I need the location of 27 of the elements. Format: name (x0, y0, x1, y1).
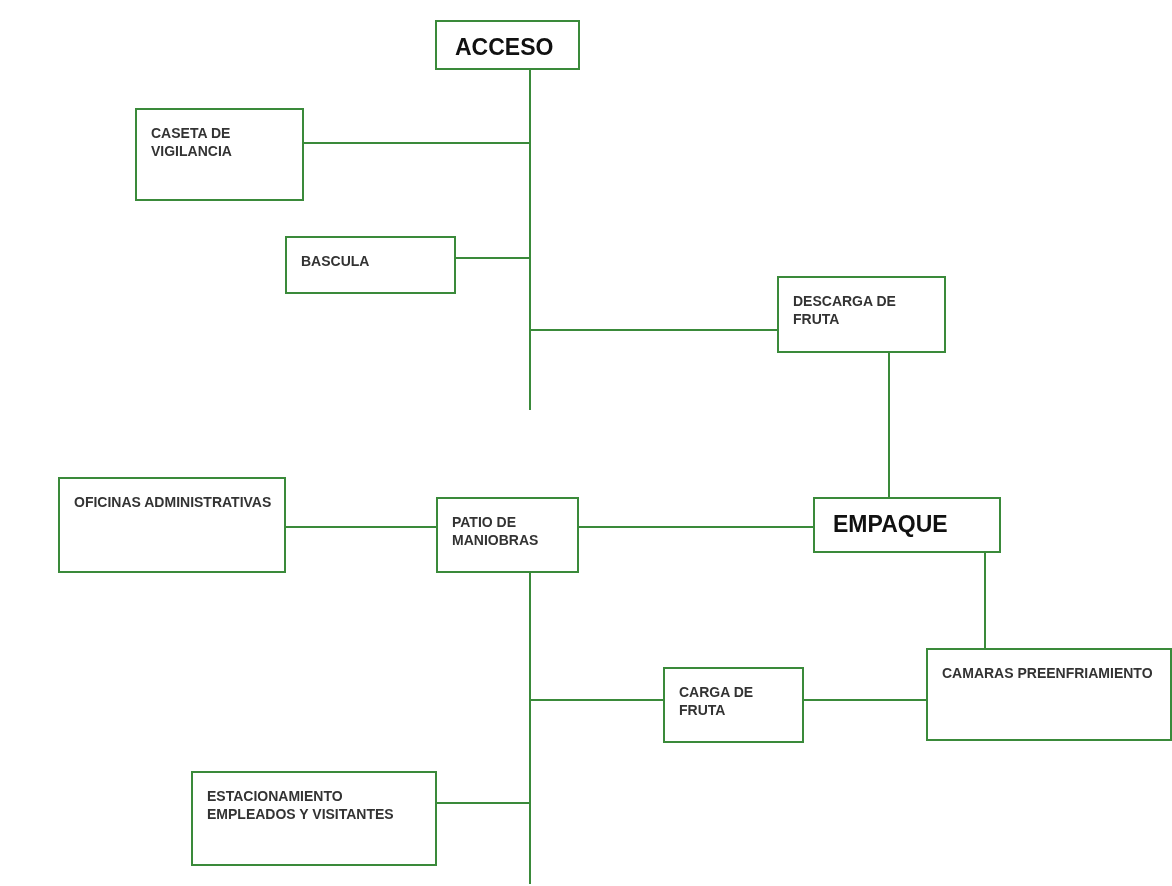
area-box (777, 276, 946, 353)
area-box (436, 497, 579, 573)
connector-line (578, 526, 814, 528)
area-box (285, 236, 456, 294)
area-label: CAMARAS PREENFRIAMIENTO (942, 664, 1154, 682)
connector-line (285, 526, 437, 528)
connector-line (529, 572, 531, 885)
connector-line (803, 699, 927, 701)
connector-line (529, 69, 531, 411)
area-label: PATIO DE MANIOBRAS (452, 513, 540, 549)
connector-line (984, 552, 986, 649)
area-box (135, 108, 304, 201)
area-label: EMPAQUE (833, 511, 949, 537)
area-label: CARGA DE FRUTA (679, 683, 755, 719)
area-box (58, 477, 286, 573)
connector-line (888, 352, 890, 498)
area-label: CASETA DE VIGILANCIA (151, 124, 233, 160)
area-label: ACCESO (455, 34, 555, 60)
area-box (926, 648, 1172, 741)
area-label: ESTACIONAMIENTO EMPLEADOS Y VISITANTES (207, 787, 395, 823)
area-box (191, 771, 437, 866)
area-box (435, 20, 580, 70)
area-box (663, 667, 804, 743)
area-label: OFICINAS ADMINISTRATIVAS (74, 493, 273, 511)
area-box (813, 497, 1001, 553)
area-label: DESCARGA DE FRUTA (793, 292, 897, 328)
area-label: BASCULA (301, 252, 371, 270)
